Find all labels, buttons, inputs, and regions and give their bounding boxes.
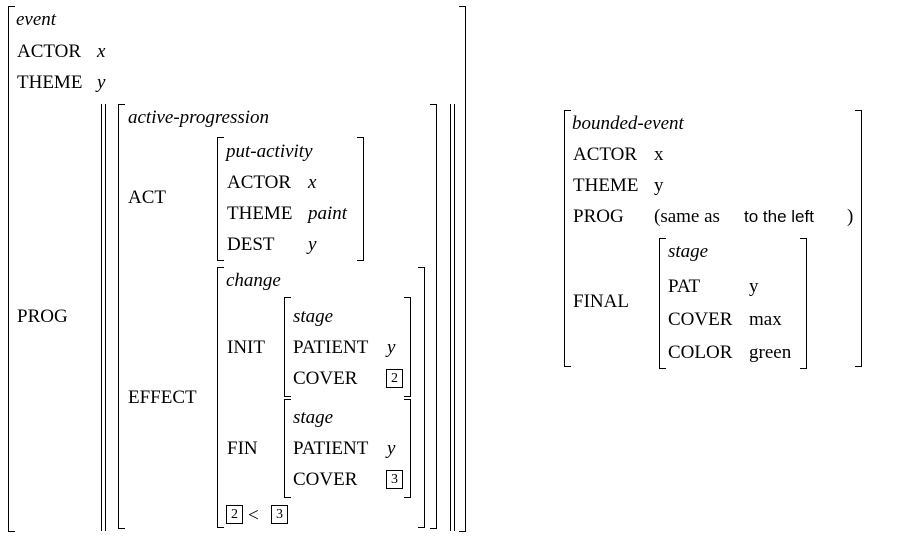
constraint-left-tag: 2 [226, 505, 243, 524]
constraint-right-tag: 3 [271, 505, 288, 524]
act-attr: ACT [128, 187, 166, 208]
fin-stage-left-bracket [284, 399, 291, 498]
fin-cover-tag: 3 [386, 470, 403, 489]
final-stage-left-bracket [659, 238, 666, 369]
right-actor-attr: ACTOR [573, 144, 638, 165]
right-theme-value: y [654, 175, 664, 196]
change-left-bracket [217, 267, 224, 528]
fin-stage-right-bracket [404, 399, 411, 498]
activity-actor-attr: ACTOR [227, 172, 292, 193]
final-color-attr: COLOR [668, 342, 733, 363]
fin-patient-value: y [387, 438, 396, 459]
progression-right-bracket [430, 104, 437, 529]
right-actor-value: x [654, 144, 664, 165]
right-prog-note: to the left [744, 207, 814, 226]
activity-type: put-activity [226, 141, 313, 162]
final-pat-value: y [749, 276, 759, 297]
change-type: change [226, 270, 281, 291]
right-outer-left-bracket [564, 110, 571, 367]
fin-patient-attr: PATIENT [293, 438, 369, 459]
init-stage-type: stage [293, 306, 334, 327]
final-cover-attr: COVER [668, 309, 733, 330]
change-right-bracket [418, 267, 425, 528]
final-stage-right-bracket [800, 238, 807, 369]
fin-cover-attr: COVER [293, 469, 358, 490]
init-cover-tag: 2 [386, 369, 403, 388]
constraint-operator: < [248, 505, 259, 526]
right-theme-attr: THEME [573, 175, 639, 196]
init-patient-value: y [387, 337, 396, 358]
prog-double-bar-left [101, 104, 106, 531]
theme-attr: THEME [17, 72, 83, 93]
actor-value: x [97, 41, 106, 62]
theme-value: y [97, 72, 106, 93]
prog-attr: PROG [17, 306, 68, 327]
activity-left-bracket [217, 137, 224, 261]
activity-theme-value: paint [308, 203, 348, 224]
activity-actor-value: x [308, 172, 317, 193]
activity-theme-attr: THEME [227, 203, 293, 224]
init-attr: INIT [227, 337, 265, 358]
progression-left-bracket [118, 104, 125, 529]
init-patient-attr: PATIENT [293, 337, 369, 358]
progression-type: active-progression [128, 107, 270, 128]
right-final-attr: FINAL [573, 291, 629, 312]
fin-stage-type: stage [293, 407, 334, 428]
final-pat-attr: PAT [668, 276, 701, 297]
activity-dest-value: y [308, 234, 317, 255]
outer-left-bracket [8, 6, 15, 532]
activity-right-bracket [357, 137, 364, 261]
bounded-event-type: bounded-event [572, 113, 684, 134]
right-prog-close: ) [847, 206, 854, 227]
fin-attr: FIN [227, 438, 258, 459]
right-prog-open: (same as [654, 206, 720, 227]
prog-double-bar-right [450, 104, 455, 531]
final-stage-type: stage [668, 241, 709, 262]
right-outer-right-bracket [855, 110, 862, 367]
effect-attr: EFFECT [128, 387, 197, 408]
init-cover-attr: COVER [293, 368, 358, 389]
actor-attr: ACTOR [17, 41, 82, 62]
init-stage-right-bracket [404, 297, 411, 397]
final-cover-value: max [749, 309, 782, 330]
right-prog-attr: PROG [573, 206, 624, 227]
event-type: event [16, 9, 57, 30]
final-color-value: green [749, 342, 792, 363]
init-stage-left-bracket [284, 297, 291, 397]
outer-right-bracket [459, 6, 466, 532]
activity-dest-attr: DEST [227, 234, 275, 255]
